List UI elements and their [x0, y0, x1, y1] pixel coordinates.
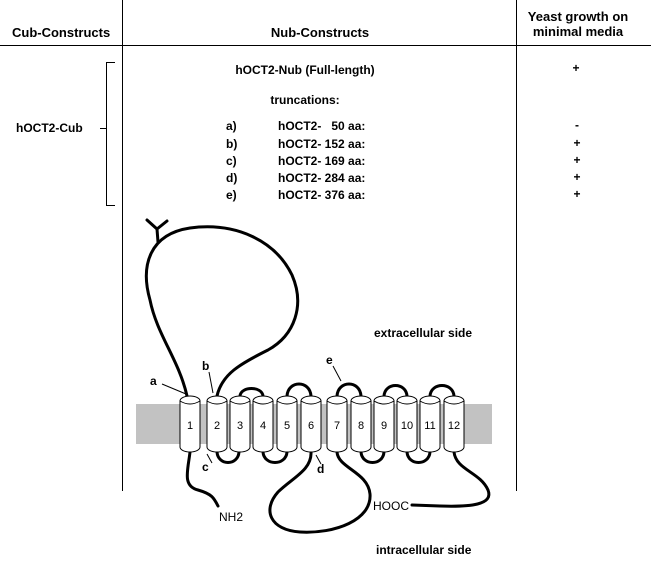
header-divider [0, 45, 651, 46]
intracellular-loop-2 [215, 450, 241, 464]
extracellular-side-label: extracellular side [374, 326, 472, 340]
helix-4 [252, 395, 274, 453]
helix-11 [419, 395, 441, 453]
extracellular-loop-11 [428, 384, 456, 398]
helix-5 [276, 395, 298, 453]
marker-b: b [202, 359, 209, 373]
helix-2 [206, 395, 228, 453]
truncation-name: hOCT2- 376 aa: [278, 188, 366, 202]
c-terminal-tail [410, 450, 491, 508]
helix-number: 6 [308, 420, 314, 432]
full-length-growth: + [572, 61, 580, 75]
cub-bracket [106, 62, 115, 206]
c-terminus-label: HOOC [373, 499, 409, 513]
extracellular-loop-1 [144, 225, 300, 398]
intracellular-loop-4 [261, 450, 289, 464]
helix-number: 10 [401, 420, 413, 432]
header-nub-constructs: Nub-Constructs [270, 25, 370, 40]
cub-construct-label: hOCT2-Cub [16, 121, 83, 135]
helix-10 [396, 395, 418, 453]
truncation-name: hOCT2- 50 aa: [278, 119, 366, 133]
column-divider-left [122, 0, 123, 491]
helix-9 [373, 395, 395, 453]
extracellular-loop-7 [335, 382, 363, 398]
intracellular-loop-8 [359, 450, 386, 464]
truncation-letter: e) [226, 188, 237, 202]
helix-number: 4 [260, 420, 266, 432]
truncation-letter: b) [226, 137, 238, 151]
intracellular-loop-10 [405, 450, 432, 464]
helix-3 [229, 395, 251, 453]
header-yeast-growth-line2: minimal media [532, 24, 624, 39]
header-cub-constructs: Cub-Constructs [12, 25, 111, 40]
helix-1 [179, 395, 201, 453]
helix-number: 9 [381, 420, 387, 432]
intracellular-side-label: intracellular side [376, 543, 472, 557]
marker-d: d [317, 462, 324, 476]
helix-number: 1 [187, 420, 193, 432]
truncation-letter: d) [226, 171, 238, 185]
truncations-title: truncations: [270, 93, 340, 107]
glycosylation-site [145, 218, 169, 244]
truncation-letter: c) [226, 154, 237, 168]
truncation-letter: a) [226, 119, 237, 133]
marker-a: a [150, 374, 157, 388]
extracellular-loop-9 [382, 384, 409, 398]
n-terminus-label: NH2 [219, 510, 243, 524]
helix-number: 12 [448, 420, 460, 432]
truncation-growth: - [575, 118, 579, 132]
helix-number: 2 [214, 420, 220, 432]
extracellular-loop-3 [238, 387, 265, 398]
marker-c: c [202, 460, 209, 474]
helix-6 [300, 395, 322, 453]
column-divider-right [516, 0, 517, 491]
truncation-growth: + [573, 170, 581, 184]
extracellular-loop-5 [285, 382, 313, 398]
truncation-name: hOCT2- 169 aa: [278, 154, 366, 168]
helix-number: 5 [284, 420, 290, 432]
cub-bracket-tick [100, 128, 106, 129]
truncation-growth: + [573, 136, 581, 150]
helix-number: 3 [237, 420, 243, 432]
helix-number: 7 [334, 420, 340, 432]
truncation-name: hOCT2- 284 aa: [278, 171, 366, 185]
helix-12 [443, 395, 465, 453]
intracellular-loop-6 [268, 450, 372, 534]
full-length-construct: hOCT2-Nub (Full-length) [235, 63, 375, 77]
helix-number: 8 [358, 420, 364, 432]
n-terminal-tail [185, 450, 220, 508]
truncation-name: hOCT2- 152 aa: [278, 137, 366, 151]
header-yeast-growth-line1: Yeast growth on [527, 9, 629, 24]
helix-8 [350, 395, 372, 453]
truncation-growth: + [573, 153, 581, 167]
marker-e: e [326, 353, 333, 367]
helix-number: 11 [424, 420, 435, 432]
helix-7 [326, 395, 348, 453]
truncation-growth: + [573, 187, 581, 201]
